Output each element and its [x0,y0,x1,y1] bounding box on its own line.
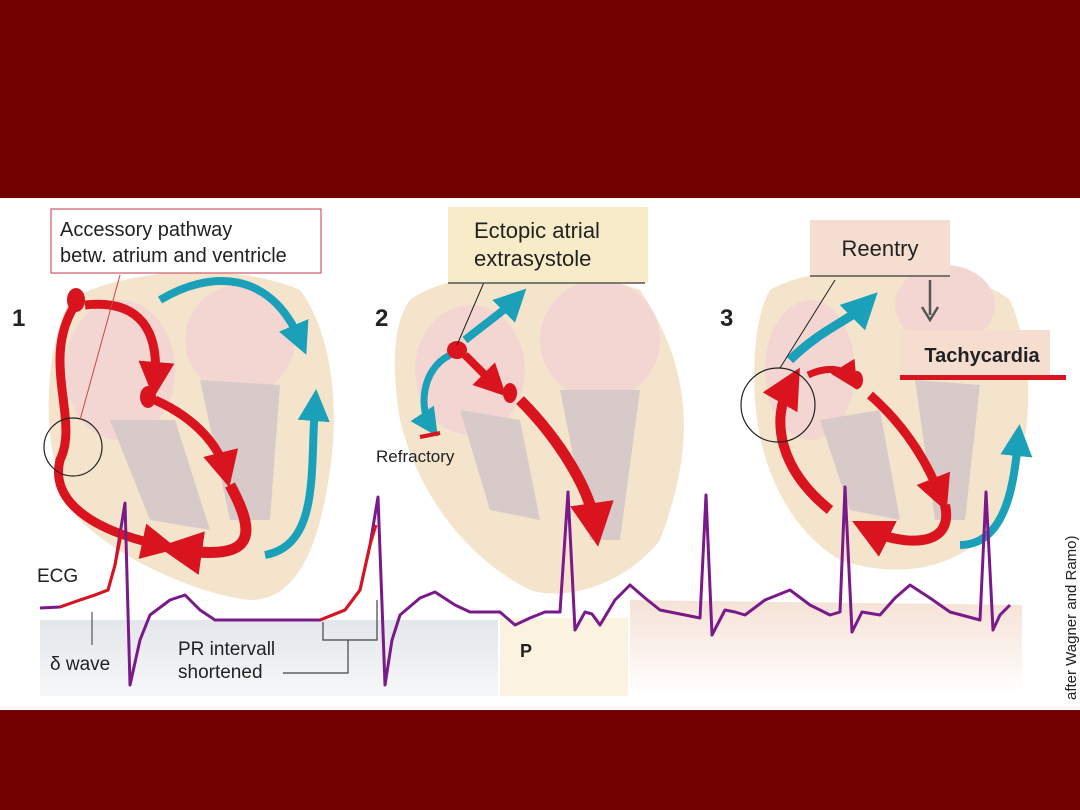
pr-interval-label-line1: PR intervall [178,639,275,660]
label-reentry: Reentry [810,220,950,277]
label-tachycardia: Tachycardia [900,330,1066,380]
accessory-pathway-circle [43,417,103,477]
heart-1 [43,271,334,600]
ecg-label: ECG [37,566,78,587]
heart-3 [740,265,1033,570]
p-wave-label: P [520,641,532,661]
reentry-circle [740,367,816,443]
svg-text:extrasystole: extrasystole [474,246,591,271]
svg-text:Reentry: Reentry [841,236,918,261]
ecg-area-2 [500,618,628,696]
panel-number-3: 3 [720,305,733,332]
label-accessory-pathway: Accessory pathway betw. atrium and ventr… [50,208,322,274]
delta-wave-segment [59,529,124,609]
ecg-trace [39,485,1012,687]
refractory-label: Refractory [376,447,455,466]
pr-interval-label-line2: shortened [178,662,263,683]
label-ectopic: Ectopic atrial extrasystole [448,207,648,284]
pr-bracket [322,600,378,641]
pr-segment [319,524,378,622]
svg-text:betw. atrium and ventricle: betw. atrium and ventricle [60,245,287,267]
heart-2 [394,271,684,594]
credit-text: after Wagner and Ramo) [1063,535,1080,700]
delta-wave-label: δ wave [50,654,110,675]
panel-number-2: 2 [375,305,388,332]
ecg-area-3 [630,600,1022,696]
panel-number-1: 1 [12,305,25,332]
svg-text:Tachycardia: Tachycardia [924,345,1040,367]
ecg-area-1 [40,620,498,696]
svg-text:Accessory pathway: Accessory pathway [60,219,232,241]
svg-text:Ectopic atrial: Ectopic atrial [474,218,600,243]
